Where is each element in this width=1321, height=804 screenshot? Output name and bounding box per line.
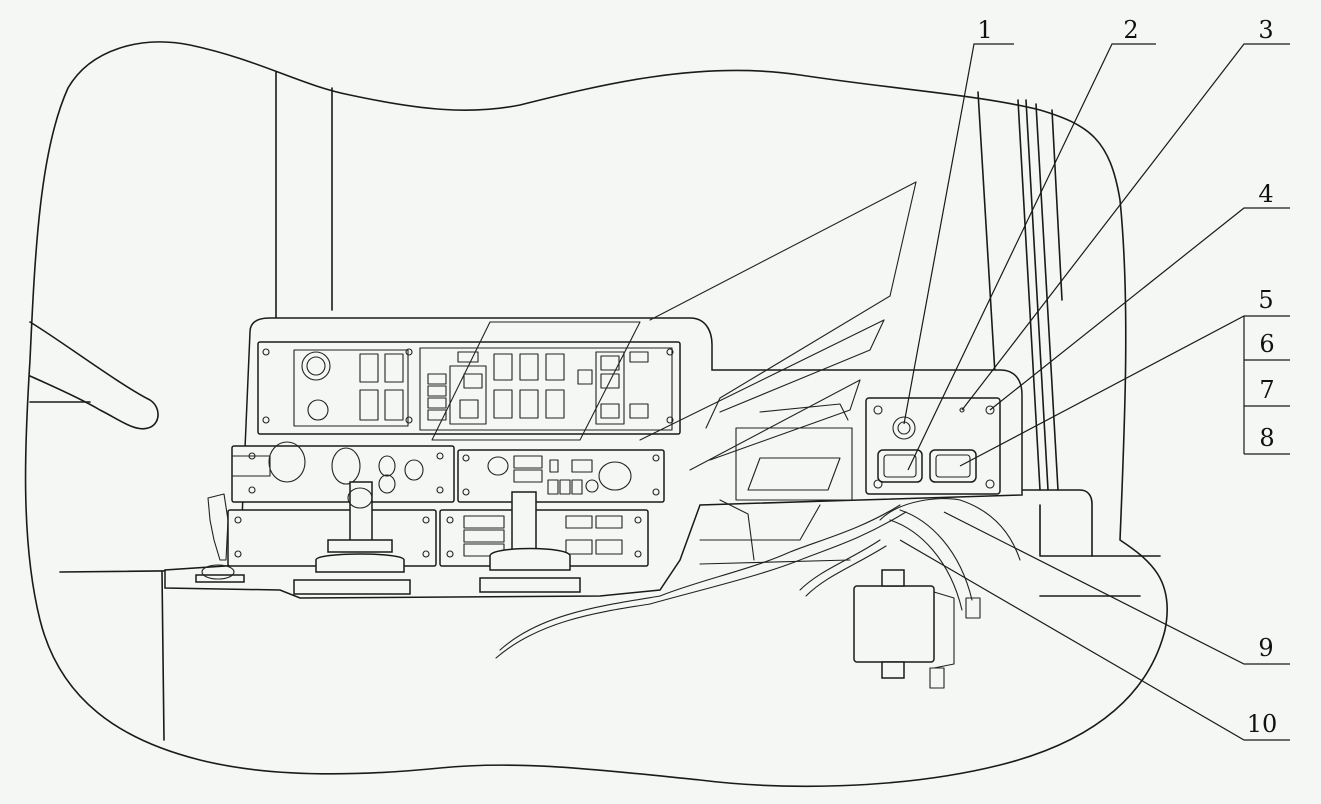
callout-4: 4 [1258,180,1273,208]
steering-wheel [29,321,159,430]
callout-9: 9 [1258,634,1273,662]
upper-instrument-panel [257,341,681,435]
callout-7: 7 [1259,376,1274,404]
joysticks [195,481,581,595]
callout-2: 2 [1123,16,1138,44]
callout-8: 8 [1259,424,1274,452]
callout-10: 10 [1247,710,1278,738]
middle-control-panel [231,441,665,503]
callout-1: 1 [977,16,992,44]
leader-lines [899,43,1290,741]
callout-6: 6 [1259,330,1274,358]
callout-5: 5 [1258,286,1273,314]
callout-labels: 1 2 3 4 5 6 7 8 9 10 [977,16,1277,738]
under-dash [495,403,1021,689]
panel-projection-lines [431,181,917,471]
cab-outline [24,41,1168,788]
window-pillars [275,71,333,319]
socket-panel [865,397,1001,495]
callout-3: 3 [1258,16,1273,44]
